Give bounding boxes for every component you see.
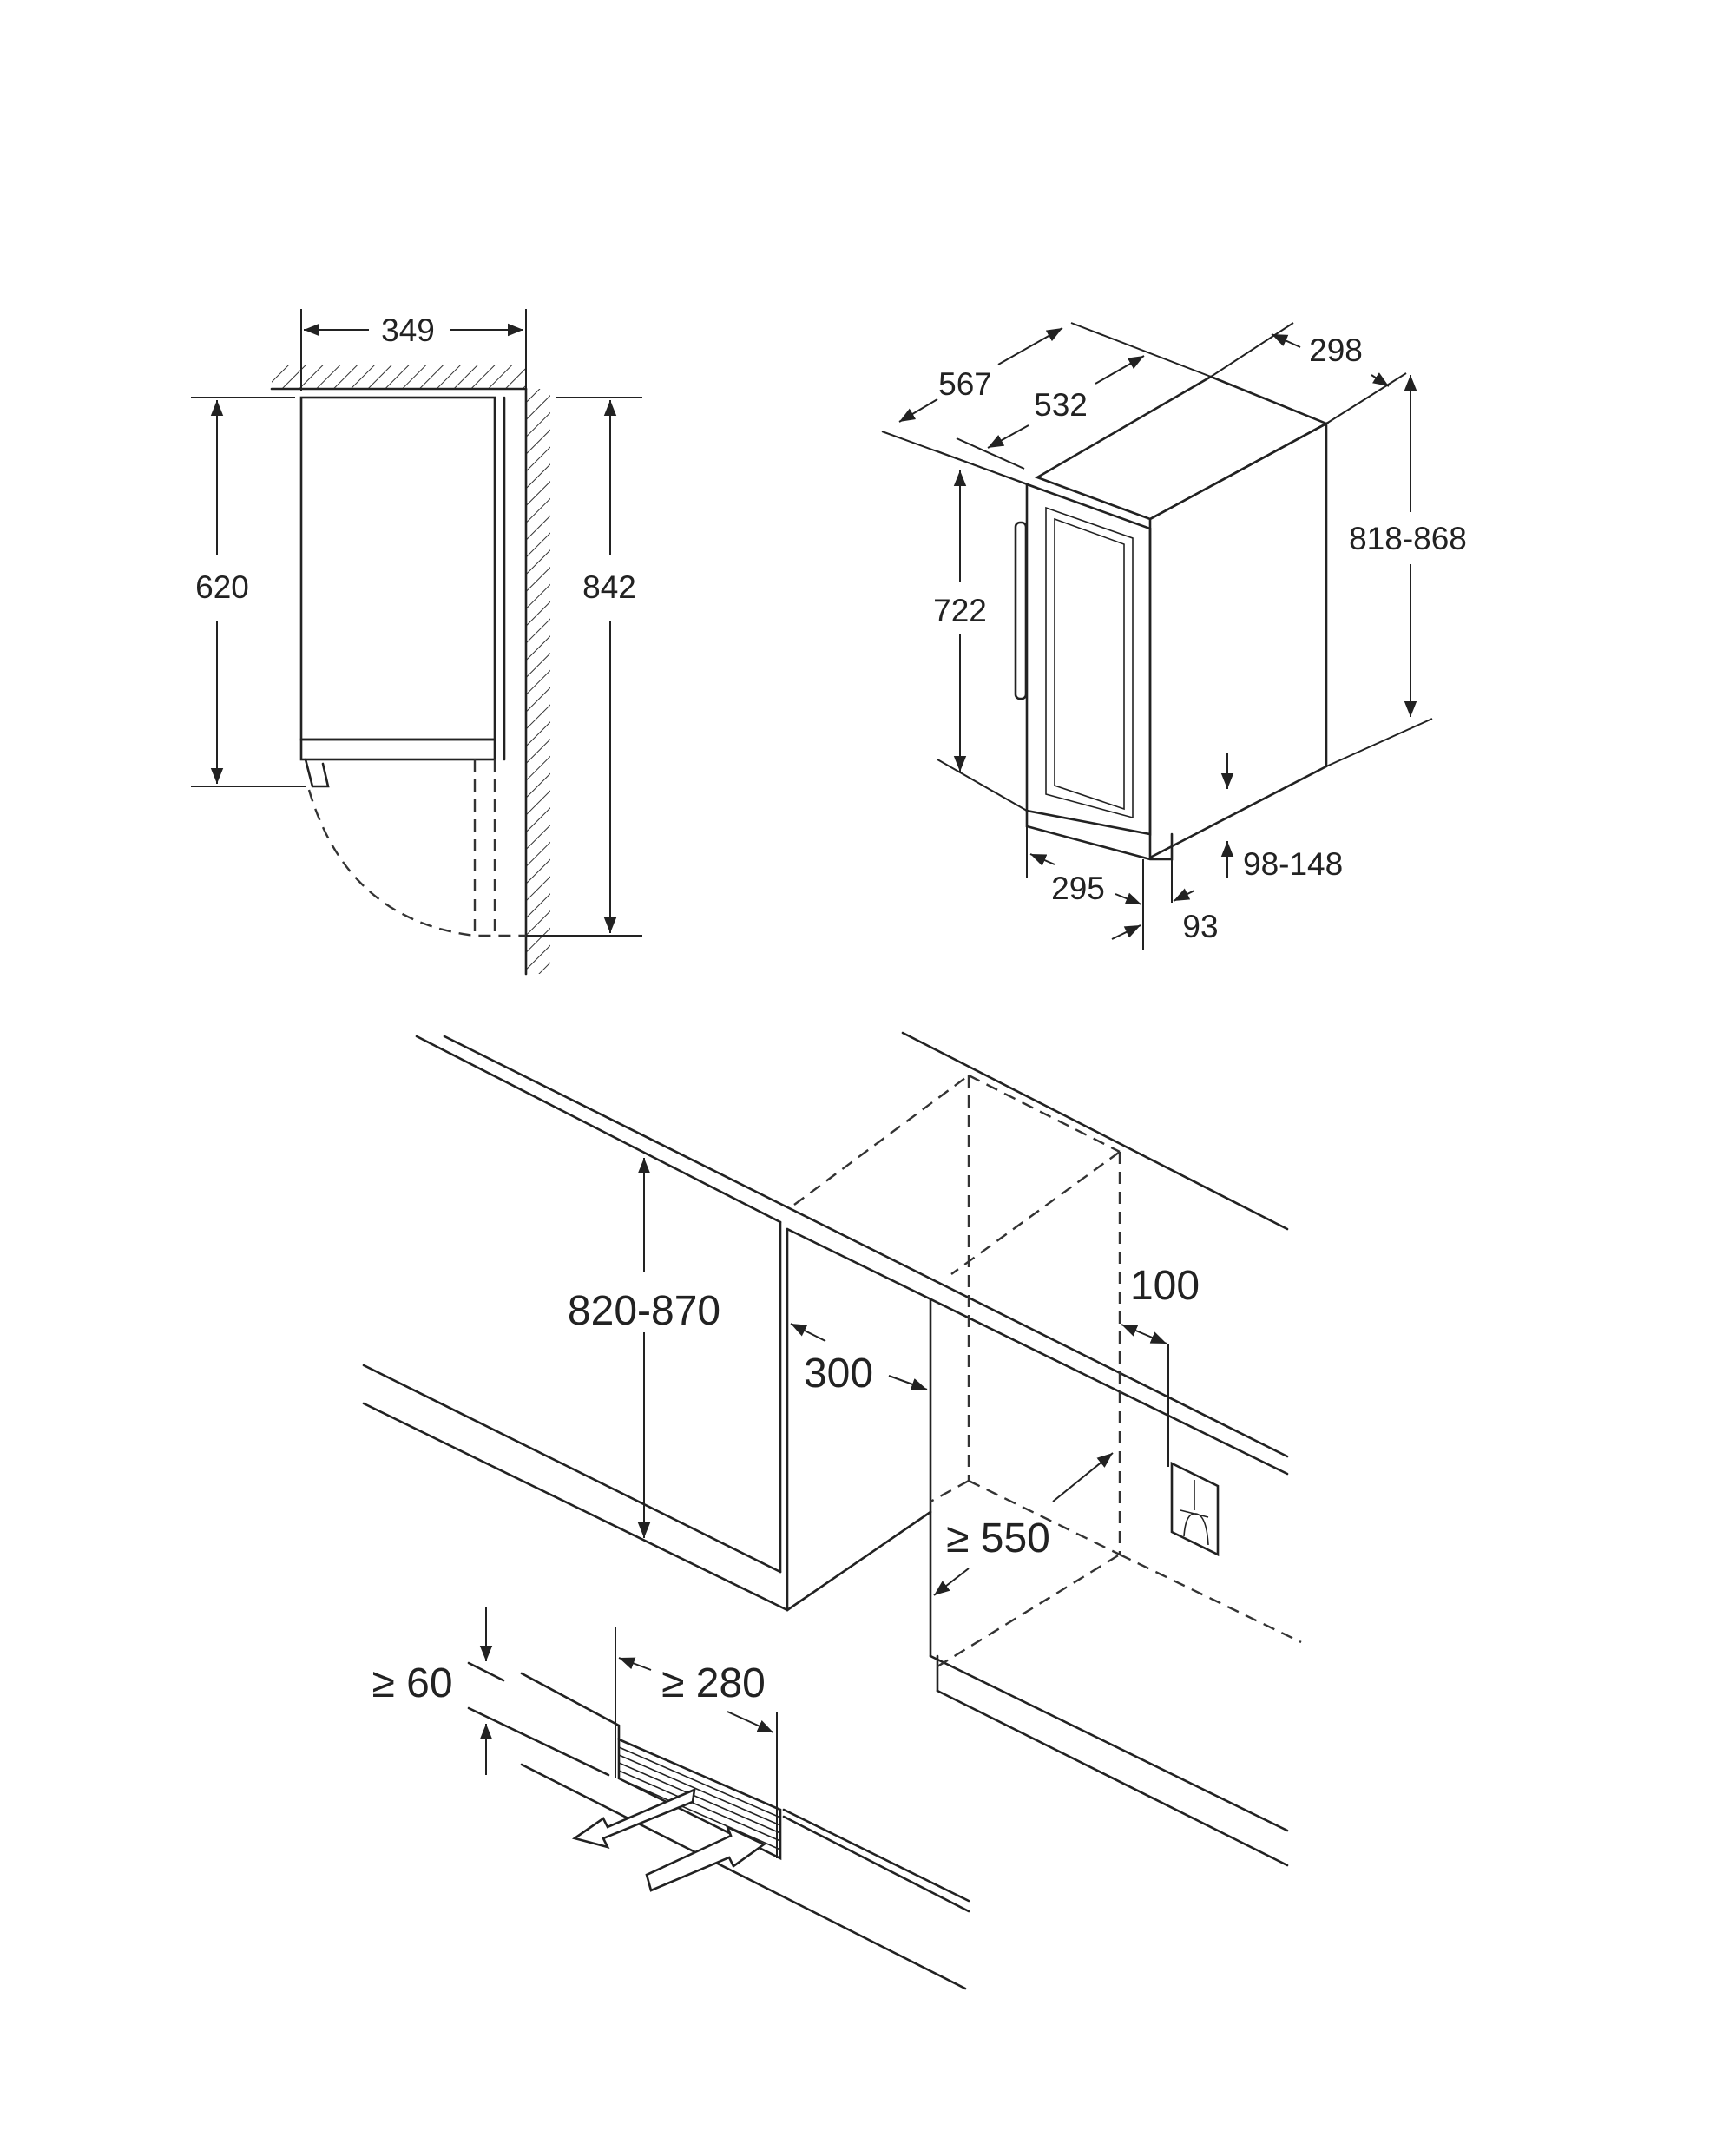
door-swing-arc [307,789,526,937]
niche-height-label: 820-870 [568,1288,720,1334]
door-front [1025,483,1152,836]
worktop-edge [443,1035,1289,1458]
airflow-out-arrow [571,1787,696,1849]
installation-view: 820-870 300 100 ≥ 550 [362,1031,1302,1990]
ventilation-grille [617,1738,782,1861]
side-width-label: 349 [381,312,435,348]
wall-hatch [526,389,550,974]
plinth [1025,809,1174,861]
niche-width-label: 300 [804,1351,873,1397]
iso-height-label: 818-868 [1349,521,1467,556]
socket-offset-label: 100 [1130,1263,1200,1309]
side-view: 349 620 842 [191,309,642,976]
ceiling-hatch [272,365,526,389]
total-height-label: 842 [582,569,636,605]
airflow-in-arrow [645,1824,766,1892]
door-width-label: 295 [1051,871,1105,906]
door-glass [1045,506,1134,819]
handle [304,758,330,788]
iso-width-label: 298 [1309,332,1363,368]
niche-depth-label: ≥ 550 [946,1515,1050,1561]
door-height-label: 722 [933,593,987,628]
vent-width-label: ≥ 280 [661,1660,766,1706]
cabinet-body [299,396,496,741]
niche-outline [793,1074,1302,1668]
power-socket-icon [1170,1461,1220,1557]
door-handle [1014,521,1028,700]
plinth-depth-label: 93 [1182,909,1218,944]
cabinet-height-label: 620 [195,569,249,605]
vent-height-label: ≥ 60 [372,1660,452,1706]
plinth [299,738,496,761]
plinth-height-label: 98-148 [1243,846,1343,882]
isometric-view: 567 532 298 818-868 722 295 93 [881,322,1467,950]
inner-depth-label: 532 [1034,387,1088,423]
side-face [1148,421,1328,860]
outer-depth-label: 567 [938,366,992,402]
